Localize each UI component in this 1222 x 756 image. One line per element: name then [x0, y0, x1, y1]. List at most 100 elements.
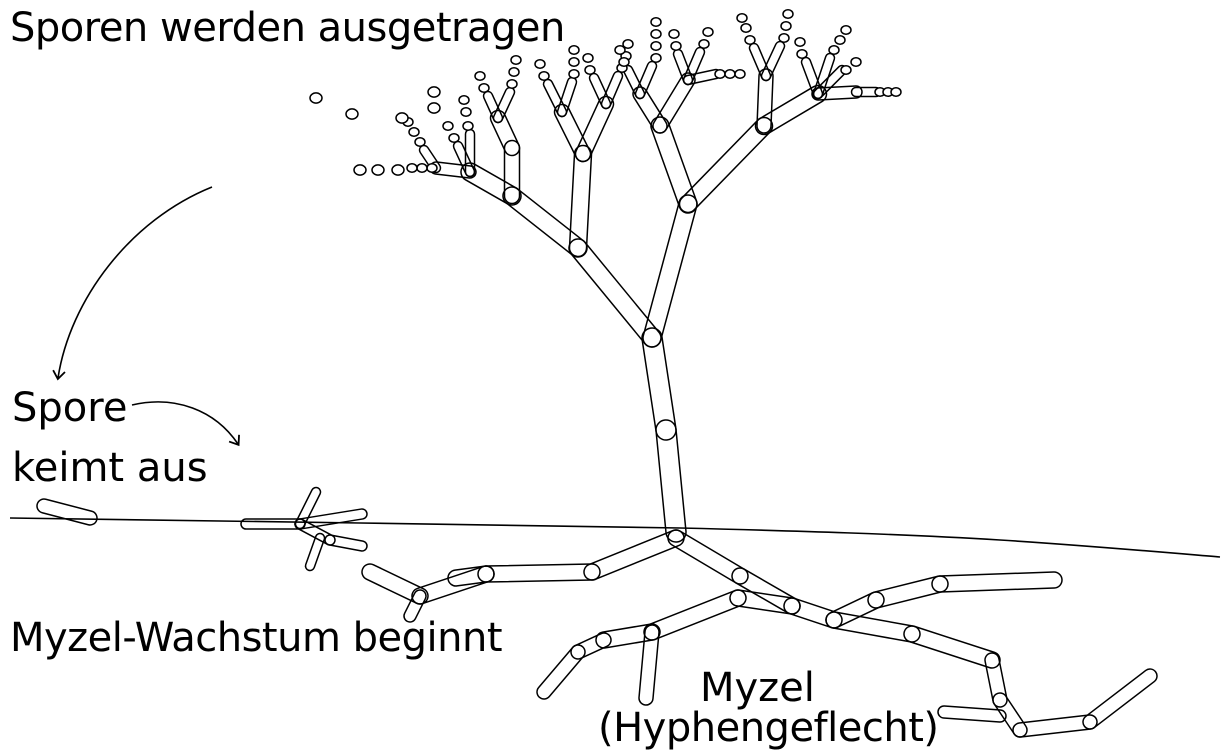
mycelium-hypha [729, 589, 801, 615]
spore [851, 58, 861, 67]
spore [737, 14, 747, 23]
spore [427, 164, 437, 173]
label-mycelium: Myzel [700, 668, 815, 708]
spore [407, 164, 417, 173]
spore [372, 165, 384, 175]
spore [415, 138, 425, 147]
spore [669, 30, 679, 39]
phialide [492, 86, 516, 124]
mycelium-hypha [984, 652, 1008, 708]
sporangiophore-branch [458, 160, 525, 209]
spore [615, 46, 625, 55]
sporangiophore-branch [676, 114, 776, 216]
spore [463, 122, 473, 131]
spore [725, 70, 735, 79]
spore [741, 24, 751, 33]
mycelium-hypha [359, 561, 430, 606]
germ-tube [294, 508, 367, 529]
ground-line [10, 518, 1220, 557]
spore [507, 80, 517, 89]
fall-arrow [58, 187, 212, 378]
mycelium-hypha [932, 572, 1063, 593]
germ-tube [304, 532, 326, 572]
mycelium-hypha [938, 706, 1007, 723]
spore [459, 96, 469, 105]
spore [703, 28, 713, 37]
label-spore: Spore [12, 388, 127, 428]
germ-tube [324, 534, 368, 552]
phialide [452, 140, 476, 178]
label-mycelium-growth-begins: Myzel-Wachstum beginnt [10, 618, 502, 658]
sporangiophore-branch [488, 108, 522, 158]
sporangiophore-branch [641, 193, 699, 349]
spore-resting [35, 497, 98, 526]
sporangiophore-branch [648, 114, 699, 215]
spore [449, 134, 459, 143]
spore [475, 72, 485, 81]
spore [509, 68, 519, 77]
spore [396, 113, 408, 123]
sporangiophore-branch [505, 141, 520, 204]
spore [354, 165, 366, 175]
spore [392, 165, 404, 175]
spore [841, 66, 851, 75]
sporangiophore-branch [757, 69, 774, 134]
spore [671, 42, 681, 51]
spore [346, 109, 358, 119]
spore [511, 56, 521, 65]
spore [715, 70, 725, 79]
sporangiophore-tips [418, 40, 881, 178]
mycelium-hypha [782, 596, 844, 630]
sporangiophore-branch [499, 183, 590, 260]
mycelium-hypha [1080, 666, 1160, 732]
mycelium-hypha [823, 589, 886, 630]
label-spores-dispersed: Sporen werden ausgetragen [10, 8, 565, 48]
spore [651, 18, 661, 27]
mycelium-hypha [990, 690, 1029, 739]
spore [829, 46, 839, 55]
label-germinates: keimt aus [12, 448, 208, 488]
spore [735, 70, 745, 79]
mycelium-hypha [534, 642, 588, 702]
sporangiophore-branch [650, 70, 697, 135]
spore [310, 93, 322, 103]
spore [569, 70, 579, 79]
mycelium-hypha [642, 588, 749, 643]
label-hyphal-network: (Hyphengeflecht) [598, 708, 939, 748]
sporangiophore-branch [565, 235, 664, 350]
mycelium-hypha [582, 528, 687, 583]
spore [781, 22, 791, 31]
spore [539, 72, 549, 81]
mycelium-hypha [638, 624, 659, 705]
phialide [588, 72, 612, 110]
spore [569, 58, 579, 67]
spore [699, 40, 709, 49]
mycelium-hypha [595, 623, 661, 649]
sporangiophore-branch [752, 82, 829, 137]
spore [745, 36, 755, 45]
germinate-arrow [132, 402, 238, 444]
spore [779, 34, 789, 43]
spore [461, 108, 471, 117]
spore [409, 128, 419, 137]
spore [583, 54, 593, 63]
spore [797, 50, 807, 59]
mycelium-hypha [478, 564, 600, 582]
spore [535, 60, 545, 69]
spore [428, 103, 440, 113]
spore [479, 84, 489, 93]
spore [443, 122, 453, 131]
mycelium-hypha [665, 527, 751, 587]
spore [651, 42, 661, 51]
spore [569, 46, 579, 55]
spore [841, 26, 851, 35]
spore [795, 38, 805, 47]
spore [835, 36, 845, 45]
spore [619, 58, 629, 67]
spore [651, 54, 661, 63]
spore [891, 88, 901, 97]
spore [783, 10, 793, 19]
spore [585, 66, 595, 75]
phialide [600, 70, 624, 110]
